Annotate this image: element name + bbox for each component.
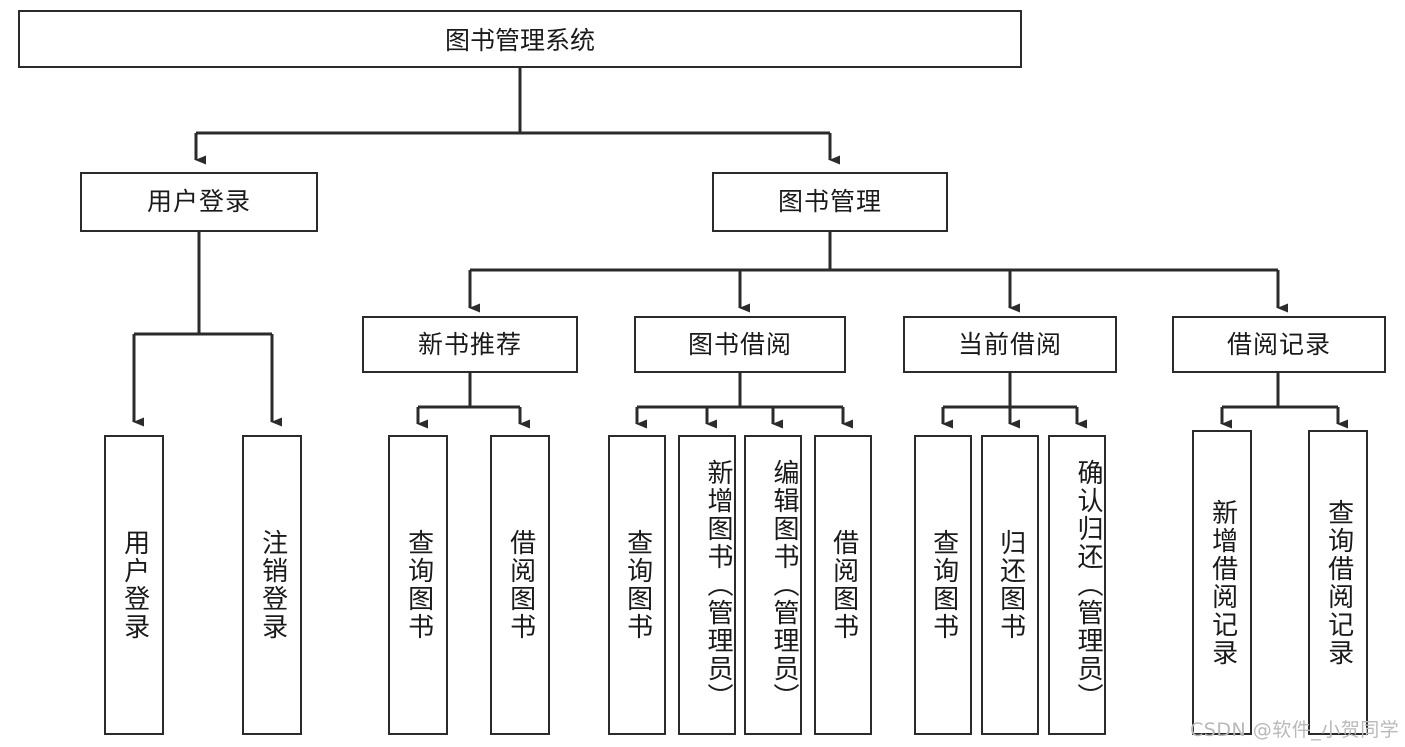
node-leaf-query-book-2[interactable]: 查询图书 bbox=[608, 435, 666, 735]
node-leaf-query-book-1[interactable]: 查询图书 bbox=[388, 435, 448, 735]
node-leaf-user-login[interactable]: 用户登录 bbox=[104, 435, 164, 735]
node-label: 当前借阅 bbox=[957, 329, 1062, 359]
node-leaf-add-book[interactable]: 新增图书（管理员） bbox=[678, 435, 736, 735]
node-leaf-edit-book[interactable]: 编辑图书（管理员） bbox=[744, 435, 802, 735]
node-label: 新增图书（管理员） bbox=[703, 459, 733, 711]
node-label: 归还图书 bbox=[995, 529, 1026, 641]
node-leaf-confirm-return[interactable]: 确认归还（管理员） bbox=[1048, 435, 1106, 735]
node-user-login[interactable]: 用户登录 bbox=[80, 172, 318, 232]
node-label: 确认归还（管理员） bbox=[1073, 459, 1103, 711]
node-leaf-borrow-book-2[interactable]: 借阅图书 bbox=[814, 435, 872, 735]
node-leaf-logout-login[interactable]: 注销登录 bbox=[242, 435, 302, 735]
node-new-book-recommend[interactable]: 新书推荐 bbox=[362, 316, 578, 373]
node-current-borrow[interactable]: 当前借阅 bbox=[903, 316, 1117, 373]
node-book-borrow[interactable]: 图书借阅 bbox=[634, 316, 846, 373]
node-label: 查询图书 bbox=[622, 529, 653, 641]
node-label: 新增借阅记录 bbox=[1207, 498, 1238, 667]
node-label: 用户登录 bbox=[146, 187, 251, 217]
csdn-watermark: CSDN @软件_小贺同学 bbox=[1190, 719, 1400, 741]
node-label: 用户登录 bbox=[119, 529, 150, 641]
node-label: 借阅图书 bbox=[828, 529, 859, 641]
node-label: 图书管理 bbox=[777, 187, 882, 217]
node-label: 查询图书 bbox=[403, 529, 434, 641]
node-label: 借阅记录 bbox=[1226, 329, 1331, 359]
node-label: 图书管理系统 bbox=[444, 26, 595, 55]
node-borrow-record[interactable]: 借阅记录 bbox=[1172, 316, 1386, 373]
node-leaf-add-record[interactable]: 新增借阅记录 bbox=[1192, 430, 1252, 735]
node-label: 图书借阅 bbox=[687, 329, 792, 359]
node-book-management[interactable]: 图书管理 bbox=[712, 172, 948, 232]
node-leaf-return-book[interactable]: 归还图书 bbox=[981, 435, 1039, 735]
node-leaf-borrow-book-1[interactable]: 借阅图书 bbox=[490, 435, 550, 735]
node-label: 查询图书 bbox=[928, 529, 959, 641]
node-root-system[interactable]: 图书管理系统 bbox=[18, 10, 1022, 68]
node-label: 编辑图书（管理员） bbox=[769, 459, 799, 711]
node-label: 新书推荐 bbox=[417, 329, 522, 359]
node-label: 查询借阅记录 bbox=[1323, 498, 1354, 667]
node-label: 注销登录 bbox=[257, 529, 288, 641]
node-label: 借阅图书 bbox=[505, 529, 536, 641]
node-leaf-query-record[interactable]: 查询借阅记录 bbox=[1308, 430, 1368, 735]
node-leaf-query-book-3[interactable]: 查询图书 bbox=[914, 435, 972, 735]
